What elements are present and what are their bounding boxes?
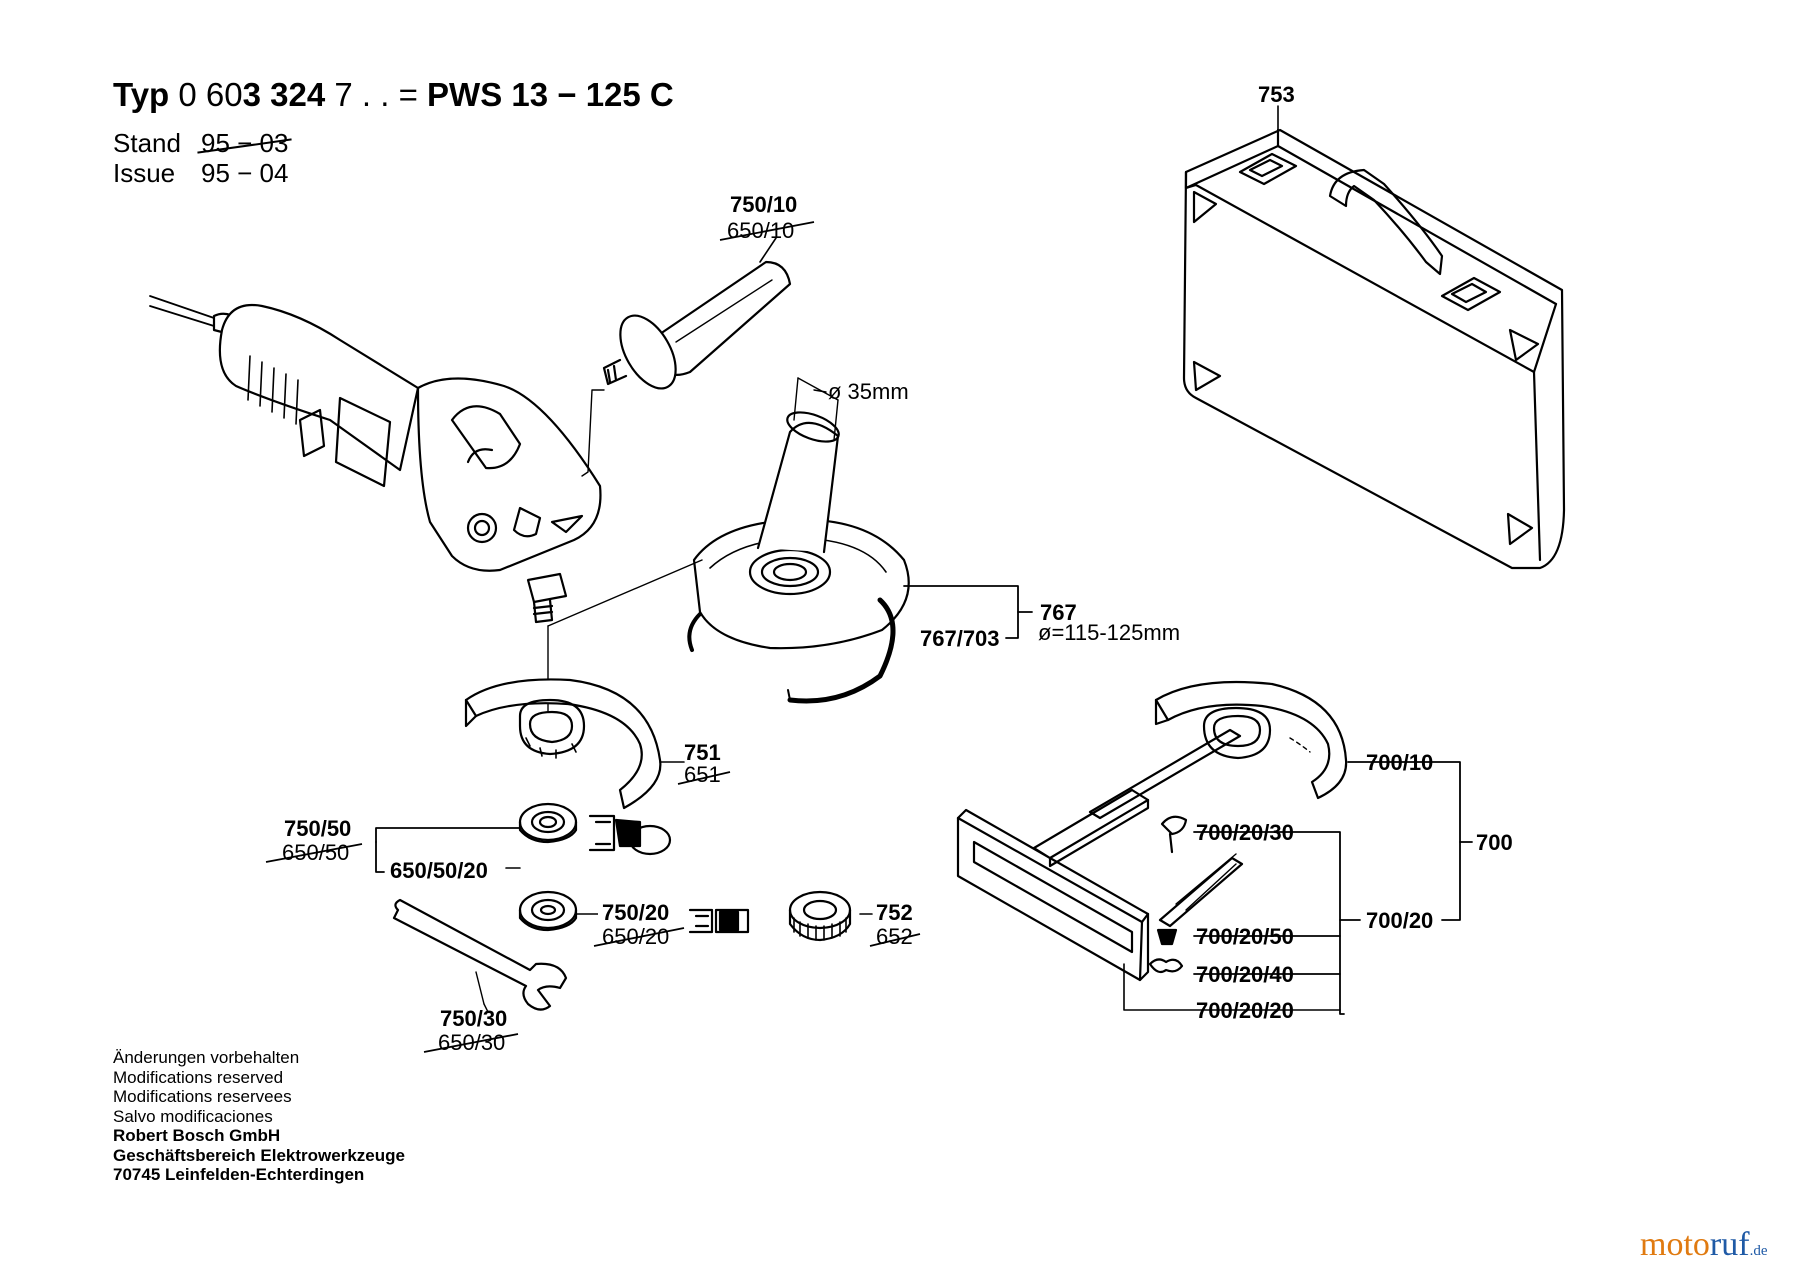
- issue-value: 95 − 04: [201, 158, 289, 188]
- label-700-20-30: 700/20/30: [1196, 820, 1294, 845]
- label-700-20-40: 700/20/40: [1196, 962, 1294, 987]
- label-dia-35: ø 35mm: [828, 379, 909, 404]
- watermark-part2: ruf: [1709, 1226, 1750, 1263]
- two-pin-spanner: [392, 898, 568, 1011]
- note-es: Salvo modificaciones: [113, 1106, 273, 1126]
- company-name: Robert Bosch GmbH: [113, 1126, 281, 1145]
- protection-guard: [464, 678, 662, 810]
- label-dia-115-125: ø=115-125mm: [1038, 620, 1180, 645]
- label-750-10: 750/10: [730, 192, 797, 217]
- watermark-suffix: .de: [1749, 1243, 1768, 1259]
- wing-nut: [1148, 958, 1184, 974]
- mounting-flange: [518, 802, 578, 844]
- label-750-50: 750/50: [284, 816, 351, 841]
- washer: [1156, 928, 1178, 946]
- label-700-20-50: 700/20/50: [1196, 924, 1294, 949]
- stand-label: Stand: [113, 128, 181, 158]
- typ-number-a: 0 60: [178, 76, 243, 113]
- note-fr: Modifications reservees: [113, 1087, 292, 1106]
- note-en: Modifications reserved: [113, 1067, 284, 1087]
- company-address: 70745 Leinfelden-Echterdingen: [113, 1165, 365, 1184]
- quick-clamping-nut: [788, 890, 852, 942]
- label-750-30: 750/30: [440, 1006, 507, 1031]
- side-handle: [602, 260, 792, 390]
- footer-notes: Änderungen vorbehalten Modifications res…: [113, 1048, 405, 1185]
- label-753: 753: [1258, 82, 1295, 107]
- o-ring-set: [588, 814, 672, 856]
- typ-number-b: 3 324: [242, 76, 326, 113]
- carry-case: [1182, 128, 1566, 570]
- label-700: 700: [1476, 830, 1513, 855]
- label-650-50-20: 650/50/20: [390, 858, 488, 883]
- label-767: 767: [1040, 600, 1077, 625]
- note-de: Änderungen vorbehalten: [113, 1048, 300, 1067]
- bracket-700-20: [1193, 831, 1345, 1015]
- issue-label: Issue: [113, 158, 176, 188]
- company-division: Geschäftsbereich Elektrowerkzeuge: [113, 1145, 405, 1165]
- leader-750-10: [759, 237, 777, 263]
- model-name: PWS 13 − 125 C: [427, 76, 674, 113]
- label-650-20: 650/20: [602, 924, 669, 949]
- angle-grinder: [149, 295, 602, 624]
- label-767-703: 767/703: [920, 626, 1000, 651]
- label-700-20-20: 700/20/20: [1196, 998, 1294, 1023]
- leader-handle-axis: [581, 389, 605, 477]
- watermark-part1: moto: [1640, 1226, 1710, 1263]
- label-751: 751: [684, 740, 721, 765]
- label-651: 651: [684, 762, 721, 787]
- label-700-10: 700/10: [1366, 750, 1433, 775]
- nut-detail: [688, 908, 750, 934]
- label-752: 752: [876, 900, 913, 925]
- carriage-bolt: [1160, 815, 1188, 854]
- bracket-750-50: [375, 827, 521, 843]
- guide-fence: [956, 728, 1244, 982]
- label-700-20: 700/20: [1366, 908, 1433, 933]
- typ-number-c: 7 . . =: [325, 76, 428, 113]
- label-750-20: 750/20: [602, 900, 669, 925]
- guide-guard: [1154, 680, 1348, 800]
- typ-label: Typ: [113, 76, 170, 113]
- stand-row: Stand 95 − 03: [113, 128, 288, 159]
- drawing-title: Typ 0 603 324 7 . . = PWS 13 − 125 C: [113, 76, 674, 114]
- watermark-logo: motoruf.de: [1640, 1226, 1767, 1264]
- label-650-10: 650/10: [727, 218, 794, 243]
- clamping-nut: [518, 890, 578, 932]
- issue-row: Issue 95 − 04: [113, 158, 288, 189]
- bracket-700: [1347, 761, 1461, 921]
- stand-value: 95 − 03: [201, 128, 289, 158]
- extraction-guard: [687, 411, 910, 704]
